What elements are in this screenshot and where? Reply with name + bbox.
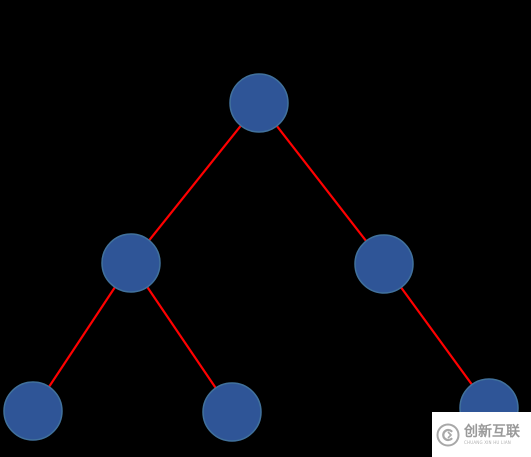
watermark-text: 创新互联 CHUANG XIN HU LIAN <box>464 424 520 446</box>
logo-icon <box>436 423 460 446</box>
tree-node-left <box>101 233 161 293</box>
tree-node-root <box>229 73 289 133</box>
edge-left-to-left-right <box>130 262 233 413</box>
watermark-sub-text: CHUANG XIN HU LIAN <box>464 439 511 445</box>
edge-root-to-left <box>130 102 260 264</box>
watermark: 创新互联 CHUANG XIN HU LIAN <box>432 412 531 457</box>
watermark-main-text: 创新互联 <box>464 423 520 440</box>
nodes-layer <box>3 73 519 442</box>
edge-root-to-right <box>258 102 385 265</box>
tree-node-left-left <box>3 381 63 441</box>
tree-node-left-right <box>202 382 262 442</box>
edges-layer <box>32 102 490 413</box>
tree-node-right <box>354 234 414 294</box>
